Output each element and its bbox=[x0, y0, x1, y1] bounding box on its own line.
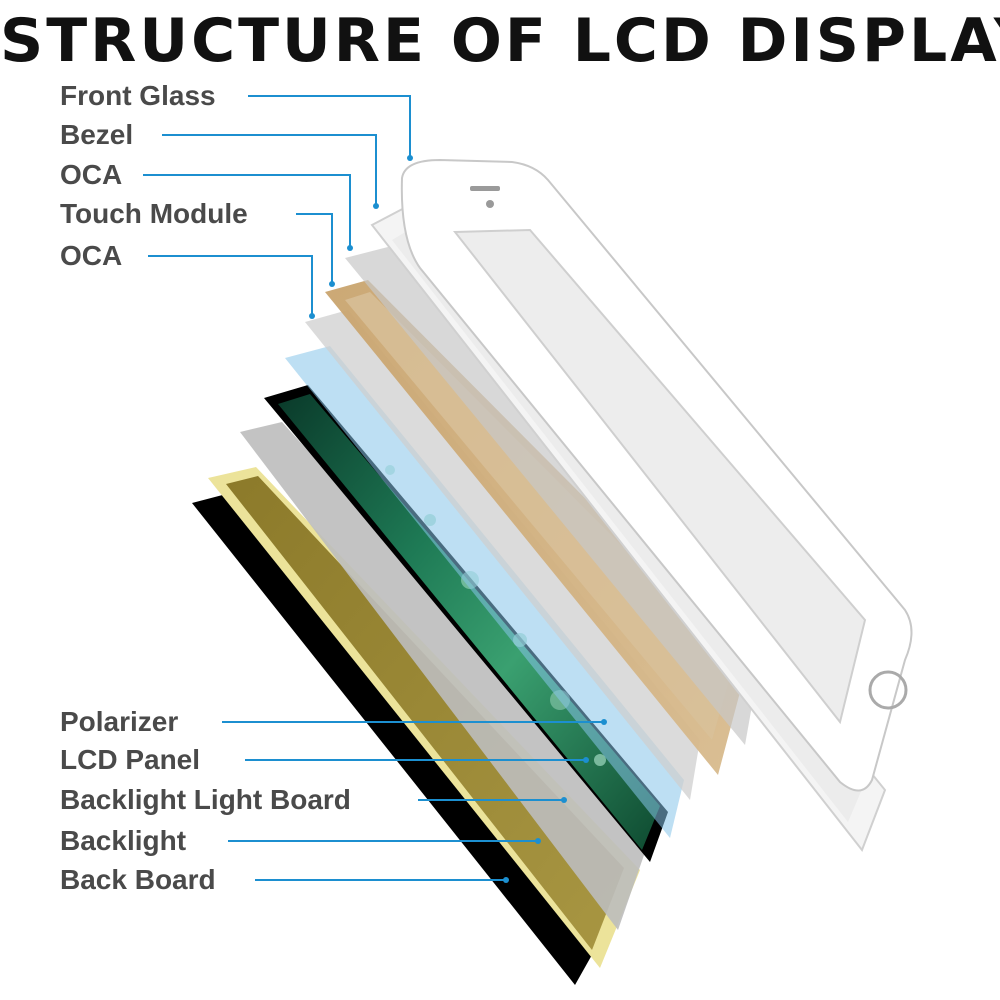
leader-oca-bottom bbox=[148, 255, 313, 316]
leader-front-glass bbox=[248, 95, 411, 158]
label-backlight: Backlight bbox=[60, 825, 187, 856]
leader-oca-top bbox=[143, 174, 351, 248]
layer-backlight bbox=[208, 467, 640, 968]
layer-front-glass bbox=[400, 158, 913, 792]
label-polarizer: Polarizer bbox=[60, 706, 179, 737]
front-camera-icon bbox=[486, 200, 494, 208]
leader-touch-module bbox=[296, 213, 333, 284]
page-title: STRUCTURE OF LCD DISPLAY bbox=[0, 6, 1000, 76]
label-back-board: Back Board bbox=[60, 864, 216, 895]
layer-backlight-light-board bbox=[240, 422, 652, 930]
leader-bezel bbox=[162, 134, 377, 206]
layer-polarizer bbox=[285, 346, 684, 838]
label-touch-module: Touch Module bbox=[60, 198, 248, 229]
label-bezel: Bezel bbox=[60, 119, 134, 150]
layer-back-board bbox=[192, 492, 620, 985]
leader-dots bbox=[309, 155, 607, 883]
label-lcd-panel: LCD Panel bbox=[60, 744, 201, 775]
layer-oca-top bbox=[345, 246, 765, 745]
label-oca-top: OCA bbox=[60, 159, 123, 190]
earpiece-icon bbox=[470, 186, 500, 191]
leader-lines bbox=[143, 95, 604, 881]
label-oca-bottom: OCA bbox=[60, 240, 123, 271]
layer-touch-module bbox=[325, 280, 748, 775]
layer-oca-bottom bbox=[305, 310, 700, 800]
home-button-icon bbox=[868, 670, 908, 710]
label-front-glass: Front Glass bbox=[60, 80, 216, 111]
label-backlight-light-board: Backlight Light Board bbox=[60, 784, 351, 815]
